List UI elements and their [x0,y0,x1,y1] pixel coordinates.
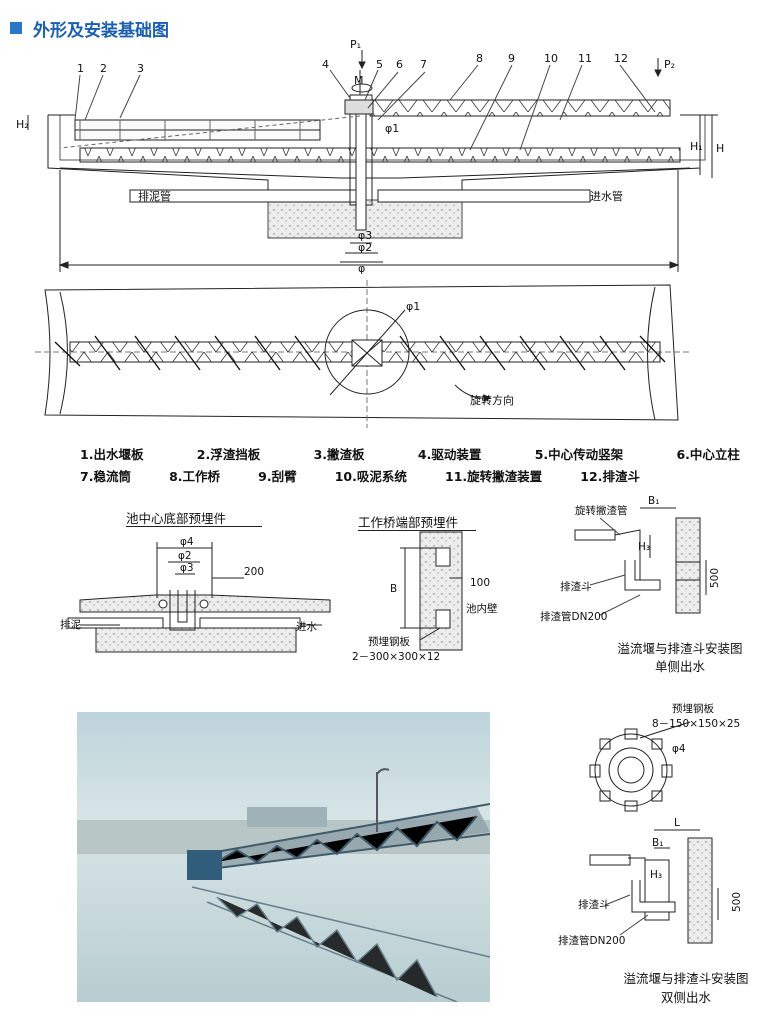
double-pipe-label: 排渣管DN200 [558,934,625,947]
single-caption-2: 单侧出水 [655,659,706,674]
callout-5: 5 [376,58,383,71]
phi2-label: φ2 [358,241,372,254]
phi-label: φ [358,262,365,275]
double-l-label: L [674,817,680,829]
h-label: H [716,142,724,155]
single-pipe-label: 排渣管DN200 [540,610,607,623]
callout-2: 2 [100,62,107,75]
callout-11: 11 [578,52,592,65]
callout-6: 6 [396,58,403,71]
bridge-plate-label: 预埋钢板 [368,635,410,648]
legend-item: 7.稳流筒 [80,469,131,484]
clarifier-photo [77,712,490,1002]
legend-item: 12.排渣斗 [580,469,640,484]
double-hopper-label: 排渣斗 [578,898,610,911]
h2-label: H₂ [16,118,29,131]
bridge-b-label: B [390,583,397,595]
center-embed-detail [67,542,331,653]
callout-3: 3 [137,62,144,75]
legend-item: 8.工作桥 [169,469,221,484]
p1-label: P₁ [350,38,361,51]
double-h3-label: H₃ [650,869,662,881]
ring-embed-detail [589,721,691,812]
single-skimmer-label: 旋转撇渣管 [575,504,628,517]
callout-8: 8 [476,52,483,65]
phi1-label: φ1 [385,122,399,135]
center-200-label: 200 [244,566,264,578]
p2-label: P₂ [664,58,675,71]
inlet-pipe-label: 进水管 [590,189,623,203]
double-caption-2: 双侧出水 [661,990,712,1005]
legend-item: 1.出水堰板 [80,447,144,462]
center-embed-title-underline [126,526,262,527]
bridge-end-title-underline [358,530,476,531]
legend-item: 5.中心传动竖架 [534,447,624,462]
callout-1: 1 [77,62,84,75]
center-phi2-label: φ2 [178,550,192,562]
callout-9: 9 [508,52,515,65]
legend-item: 11.旋转撇渣装置 [445,469,543,484]
double-side-detail [589,829,719,944]
legend-item: 3.撇渣板 [313,447,365,462]
elevation-view [27,50,718,272]
legend-row-1: 1.出水堰板 2.浮渣挡板 3.撇渣板 4.驱动装置 5.中心传动竖架 6.中心… [80,444,740,463]
center-embed-title: 池中心底部预埋件 [126,511,227,526]
legend-item: 6.中心立柱 [676,447,740,462]
ring-plate-label: 预埋钢板 [672,702,714,715]
ring-plate-spec: 8－150×150×25 [652,718,740,730]
bridge-plate-spec: 2－300×300×12 [352,651,440,663]
ring-phi4-label: φ4 [672,743,686,755]
single-b1-label: B₁ [648,495,659,507]
double-caption-1: 溢流堰与排渣斗安装图 [623,971,748,986]
single-side-detail [574,507,707,616]
bridge-100-label: 100 [470,577,490,589]
page-title: 外形及安装基础图 [33,21,169,41]
legend-item: 4.驱动装置 [417,447,482,462]
phi3-label: φ3 [358,229,372,242]
bridge-end-detail [400,531,463,651]
bridge-end-title: 工作桥端部预埋件 [358,515,459,530]
center-inlet-label: 进水 [296,621,317,633]
sludge-pipe-label: 排泥管 [138,189,171,203]
double-b1-label: B₁ [652,837,663,849]
center-phi3-label: φ3 [180,562,194,574]
m-label: M [354,74,364,87]
callout-10: 10 [544,52,558,65]
plan-view [35,280,690,428]
legend-item: 9.刮臂 [258,469,297,484]
callout-7: 7 [420,58,427,71]
callout-12: 12 [614,52,628,65]
center-phi4-label: φ4 [180,536,194,548]
legend-item: 2.浮渣挡板 [196,447,261,462]
plan-phi1-label: φ1 [406,300,420,313]
callout-4: 4 [322,58,329,71]
legend-row-2: 7.稳流筒 8.工作桥 9.刮臂 10.吸泥系统 11.旋转撇渣装置 12.排渣… [80,466,640,485]
bridge-wall-label: 池内壁 [466,602,498,615]
rotation-direction-label: 旋转方向 [470,393,514,407]
single-hopper-label: 排渣斗 [560,580,592,593]
single-500-label: 500 [709,568,721,588]
single-caption-1: 溢流堰与排渣斗安装图 [617,641,742,656]
header-bullet-icon [10,22,22,34]
single-h3-label: H₃ [638,541,650,553]
double-500-label: 500 [731,892,743,912]
h1-label: H₁ [690,140,703,153]
legend-item: 10.吸泥系统 [334,469,407,484]
center-sludge-label: 排泥 [60,618,81,631]
